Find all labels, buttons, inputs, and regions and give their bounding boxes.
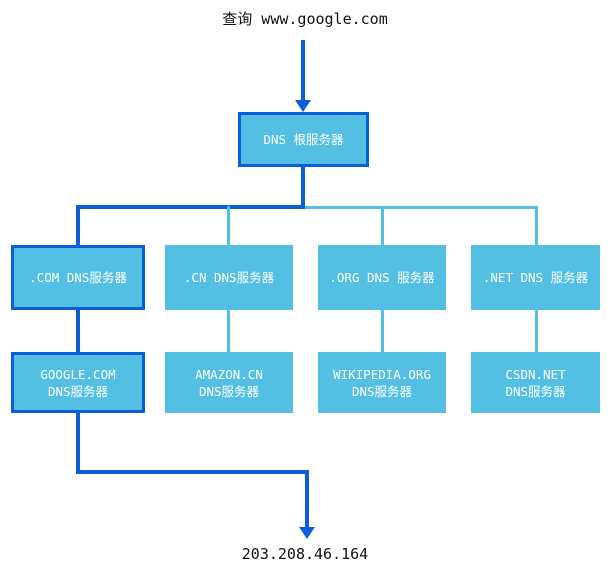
- bus-drop-com: [76, 205, 80, 247]
- connector-net-to-csdn: [535, 310, 538, 352]
- answer-path-arrowhead: [299, 527, 315, 539]
- bus-drop-cn: [227, 206, 230, 247]
- bus-dark-left: [76, 205, 305, 209]
- node-auth-csdn-net[interactable]: CSDN.NET DNS服务器: [471, 352, 600, 413]
- node-tld-cn-label: .CN DNS服务器: [183, 270, 275, 285]
- answer-path-down-left: [76, 413, 80, 474]
- node-dns-root-label: DNS 根服务器: [263, 132, 344, 147]
- root-down-stub: [301, 167, 305, 209]
- bus-drop-org: [381, 206, 384, 247]
- node-auth-amazon-cn-line2: DNS服务器: [198, 383, 260, 399]
- node-tld-com[interactable]: .COM DNS服务器: [11, 245, 145, 310]
- node-tld-com-label: .COM DNS服务器: [29, 270, 127, 285]
- node-auth-amazon-cn[interactable]: AMAZON.CN DNS服务器: [165, 352, 293, 413]
- node-tld-net[interactable]: .NET DNS 服务器: [471, 245, 600, 310]
- connector-com-to-google: [76, 310, 80, 352]
- node-auth-amazon-cn-line1: AMAZON.CN: [195, 366, 263, 382]
- node-auth-wikipedia-org[interactable]: WIKIPEDIA.ORG DNS服务器: [318, 352, 446, 413]
- query-to-root-arrowhead: [295, 100, 311, 112]
- connector-org-to-wikipedia: [381, 310, 384, 352]
- bus-light-right: [303, 206, 538, 209]
- answer-path-horizontal: [76, 470, 309, 474]
- node-tld-net-label: .NET DNS 服务器: [482, 270, 589, 285]
- node-auth-csdn-net-line2: DNS服务器: [505, 383, 566, 399]
- node-dns-root[interactable]: DNS 根服务器: [238, 112, 369, 167]
- bus-drop-net: [535, 206, 538, 247]
- node-auth-google-com-line2: DNS服务器: [47, 383, 109, 399]
- node-tld-org-label: .ORG DNS 服务器: [329, 270, 435, 285]
- node-tld-org[interactable]: .ORG DNS 服务器: [318, 245, 446, 310]
- answer-path-down-right: [305, 470, 309, 529]
- query-label: 查询 www.google.com: [222, 10, 388, 28]
- node-auth-google-com-line1: GOOGLE.COM: [40, 366, 116, 382]
- connector-cn-to-amazon: [227, 310, 230, 352]
- node-auth-csdn-net-line1: CSDN.NET: [505, 366, 566, 382]
- node-auth-wikipedia-org-line2: DNS服务器: [351, 383, 413, 399]
- node-tld-cn[interactable]: .CN DNS服务器: [165, 245, 293, 310]
- resolved-ip-label: 203.208.46.164: [241, 545, 369, 563]
- node-auth-google-com[interactable]: GOOGLE.COM DNS服务器: [11, 352, 145, 413]
- node-auth-wikipedia-org-line1: WIKIPEDIA.ORG: [333, 366, 431, 382]
- query-to-root-line: [301, 40, 305, 102]
